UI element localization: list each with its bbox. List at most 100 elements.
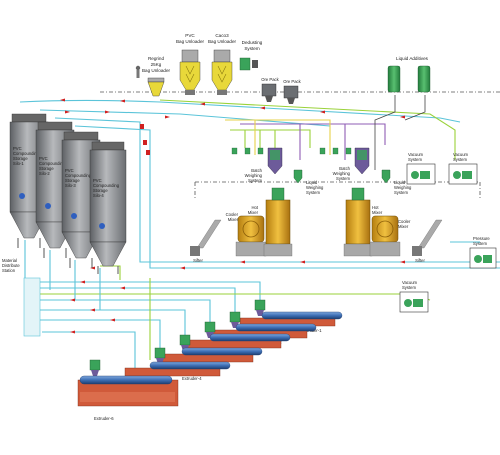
liquid-2-label-3: System [394, 190, 408, 195]
operator-icon [135, 65, 141, 71]
pvc-label-1: PVC [185, 33, 195, 38]
batch-1-label-1: Batch [251, 168, 262, 173]
caco3-hopper [211, 61, 233, 91]
cooler-2-label-2: Mixer [398, 224, 409, 229]
regrind-label-1: Regrind [148, 56, 165, 61]
cooler-1-label-1: Cooler [226, 212, 239, 217]
batch-weighing-group-1: Batch Weighing System Liquid Weighing Sy… [245, 147, 324, 195]
caco3-label-2: Bag Unloader [208, 39, 237, 44]
feed-line-e2 [35, 287, 236, 322]
extruders: Extruder-1 Extruder-2 Extruder-3 Extrude… [77, 299, 343, 421]
silo-1-label-4: Silo-1 [13, 161, 24, 166]
batch-feed-purple [240, 123, 346, 160]
sifter-conveyor-2 [417, 219, 443, 249]
pressure-label-2: System [473, 241, 487, 246]
vacuum-line-1 [19, 99, 461, 123]
cooler-1-label-2: Mixer [228, 217, 239, 222]
batch-1-label-2: Weighing [245, 173, 263, 178]
purple-line-2 [345, 123, 386, 145]
batch-weighing-group-2: Batch Weighing System Liquid Weighing Sy… [333, 147, 412, 195]
arrows-top [60, 98, 405, 119]
conveying-line-2 [74, 125, 500, 269]
vacuum-2-label-2: System [453, 157, 467, 162]
distribution-label-3: Station [2, 268, 16, 273]
ore-pack-1-label: Ore Pack [261, 77, 279, 82]
mezzanine-platform-line [194, 181, 481, 198]
ore-pack-2-label: Ore Pack [283, 79, 301, 84]
vacuum-system-2: Vacuum System [448, 152, 478, 185]
liquid-1-label-2: Weighing [306, 185, 324, 190]
liquid-2-label-1: Liquid [394, 180, 406, 185]
batch-2-label-3: System [336, 176, 350, 181]
hot-1-label-2: Mixer [248, 210, 259, 215]
regrind-hopper [147, 81, 165, 97]
cooler-mixer-1 [237, 215, 265, 243]
feed-line-e3 [38, 299, 211, 332]
yellow-feed-lines [225, 119, 331, 155]
silo-4-level-indicator [99, 223, 105, 229]
liquid-tank-2 [417, 65, 431, 93]
silo-2-label-2: Compounding [39, 161, 66, 166]
distribution-label-2: Distribute [2, 263, 20, 268]
silo-4-label-3: Storage [93, 188, 108, 193]
batch-2-label-1: Batch [339, 166, 350, 171]
silo-1-label-3: Storage [13, 156, 28, 161]
liquid-additives: Liquid Additives [387, 56, 431, 93]
vacuum-1-label-1: Vacuum [408, 152, 424, 157]
liquid-1-label-3: System [306, 190, 320, 195]
pvc-hopper [179, 61, 201, 91]
silo-3-label-3: Storage [65, 178, 80, 183]
arrows-distribution [70, 280, 125, 334]
ore-pack-1 [261, 83, 277, 97]
silo-2-label-3: Storage [39, 166, 54, 171]
pvc-bag-unloader: PVC Bag Unloader [176, 33, 205, 95]
vacuum-3-label-1: Vacuum [402, 280, 418, 285]
ore-pack-units: Ore Pack Ore Pack [261, 77, 302, 104]
batch-1-label-3: System [248, 178, 262, 183]
extruder-6-label: Extruder-6 [94, 416, 114, 421]
sifter-conveyor-1 [196, 219, 222, 249]
vacuum-2-label-1: Vacuum [453, 152, 469, 157]
extruder-3: Extruder-3 [185, 321, 291, 356]
dedusting-system: Dedusting System [239, 40, 263, 71]
material-distribution-station: Material Distribute Station [2, 258, 41, 337]
caco3-label-1: Caco3 [215, 33, 229, 38]
mixer-station-2: Sifter Hot Mixer Cooler Mixer [343, 187, 443, 263]
silo-2-label-1: PVC [39, 156, 48, 161]
vacuum-green-line [159, 99, 456, 160]
vacuum-line-2 [39, 109, 331, 127]
ore-pack-2 [283, 85, 299, 99]
feed-line-e4 [38, 309, 186, 345]
dedusting-label-1: Dedusting [242, 40, 263, 45]
liquid-1-label-1: Liquid [306, 180, 318, 185]
silo-1-label-2: Compounding [13, 151, 40, 156]
pvc-label-2: Bag Unloader [176, 39, 205, 44]
cooler-mixer-2 [371, 215, 399, 243]
liquid-tank-1 [387, 65, 401, 93]
silo-3-label-2: Compounding [65, 173, 92, 178]
silo-3-label-1: PVC [65, 168, 74, 173]
feed-line-e6 [42, 331, 136, 370]
vacuum-feed-line [35, 293, 431, 301]
pressure-return-line [54, 117, 500, 263]
vacuum-3-label-2: System [402, 285, 416, 290]
feed-line-e1 [35, 281, 261, 310]
batch-2-label-2: Weighing [333, 171, 351, 176]
liquid-weighing-tank-2 [381, 169, 391, 184]
silo-1-level-indicator [19, 193, 25, 199]
hot-mixer-1 [265, 199, 291, 245]
sifter-1-label: Sifter [193, 258, 203, 263]
silo-4-label-2: Compounding [93, 183, 120, 188]
flow-arrows [60, 98, 405, 334]
silo-outlet-lines [24, 240, 101, 310]
vacuum-system-1: Vacuum System [406, 152, 436, 185]
liquid-2-label-2: Weighing [394, 185, 412, 190]
hot-2-label-1: Hot [372, 205, 379, 210]
silo-2-level-indicator [45, 203, 51, 209]
regrind-label-2: 25Kg [151, 62, 162, 67]
regrind-bag-unloader: Regrind 25Kg Bag Unloader [135, 56, 171, 97]
extruder-4: Extruder-4 [157, 334, 263, 381]
caco3-bag-unloader: Caco3 Bag Unloader [208, 33, 237, 95]
